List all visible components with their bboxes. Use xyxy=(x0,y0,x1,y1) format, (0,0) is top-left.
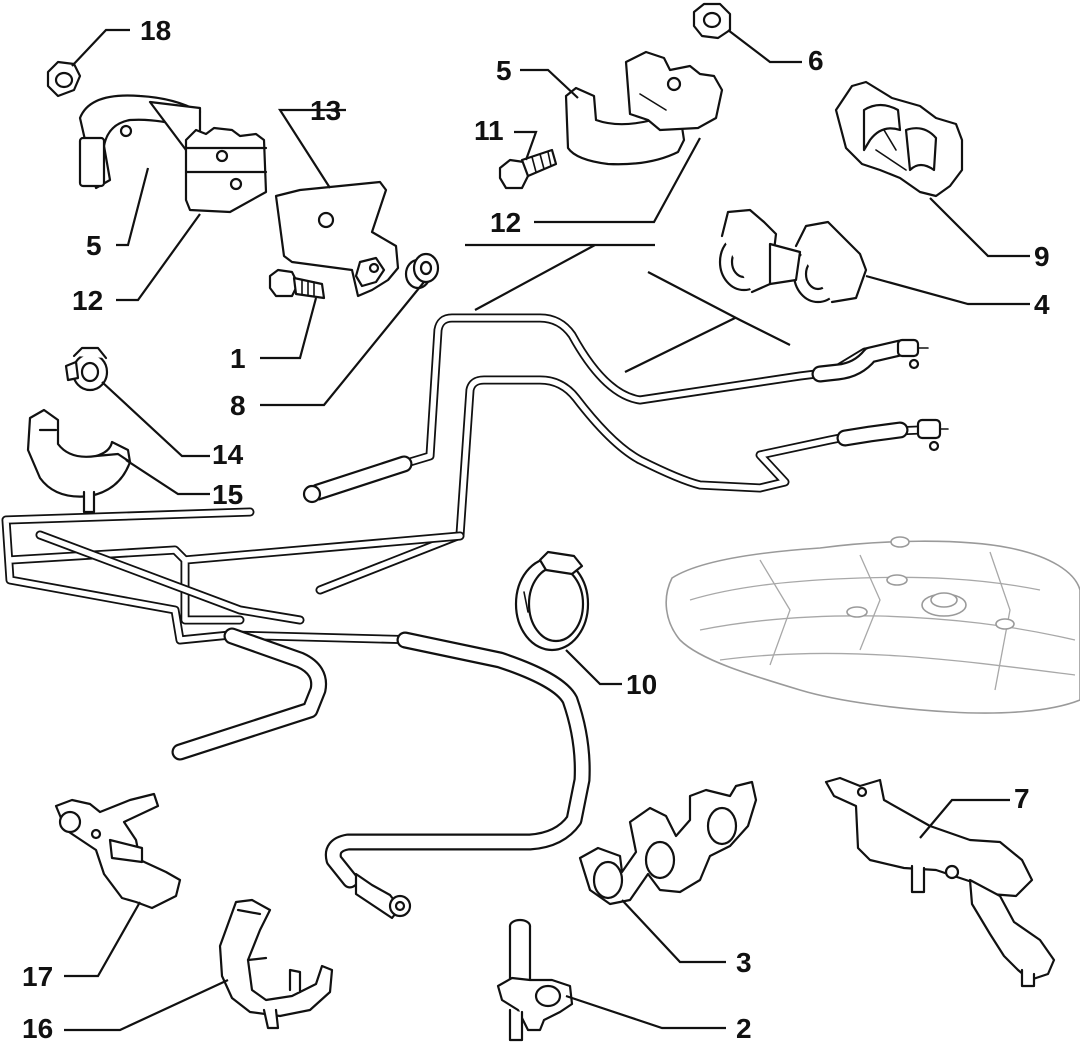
bracket-12-left xyxy=(184,126,268,214)
vapour-pipe-assembly xyxy=(1,507,591,920)
clip-9 xyxy=(834,80,964,198)
clamp-15 xyxy=(26,408,132,514)
bush-8 xyxy=(404,252,440,290)
triple-clip-3 xyxy=(578,780,758,906)
callout-5-left: 5 xyxy=(86,230,102,261)
callout-11: 11 xyxy=(474,115,504,146)
fuel-pipe-lower xyxy=(315,375,949,595)
callout-13: 13 xyxy=(310,95,341,126)
bracket-13 xyxy=(274,180,400,298)
callout-numbers: 18 5 12 13 1 8 5 6 11 12 9 4 14 15 10 7 … xyxy=(22,15,1050,1044)
callout-3: 3 xyxy=(736,947,752,978)
clamp-5-left xyxy=(78,94,202,206)
hose-clip-10 xyxy=(514,550,590,652)
fuel-pipe-upper xyxy=(302,313,929,504)
callout-18: 18 xyxy=(140,15,171,46)
nut-6 xyxy=(692,2,732,40)
clamp-5-centre xyxy=(564,50,724,166)
callout-9: 9 xyxy=(1034,241,1050,272)
clamp-17 xyxy=(54,792,182,910)
callout-8: 8 xyxy=(230,390,246,421)
callout-1: 1 xyxy=(230,343,246,374)
fuel-tank xyxy=(665,536,1080,714)
callout-14: 14 xyxy=(212,439,244,470)
callout-12-centre: 12 xyxy=(490,207,521,238)
bracket-7 xyxy=(824,776,1056,988)
clip-2 xyxy=(496,918,574,1042)
group-pointer-marks xyxy=(465,243,791,373)
clip-16 xyxy=(218,898,334,1030)
double-clip-4 xyxy=(718,208,868,304)
callout-4: 4 xyxy=(1034,289,1050,320)
callout-6: 6 xyxy=(808,45,824,76)
callout-2: 2 xyxy=(736,1013,752,1044)
callout-15: 15 xyxy=(212,479,243,510)
callout-5-centre: 5 xyxy=(496,55,512,86)
bolt-1 xyxy=(268,268,326,300)
leader-lines xyxy=(64,28,1030,1032)
nut-18 xyxy=(46,60,82,98)
callout-16: 16 xyxy=(22,1013,53,1044)
bolt-11 xyxy=(498,148,558,190)
small-clip-14 xyxy=(64,346,109,392)
callout-17: 17 xyxy=(22,961,53,992)
callout-7: 7 xyxy=(1014,783,1030,814)
callout-10: 10 xyxy=(626,669,657,700)
callout-12-left: 12 xyxy=(72,285,103,316)
